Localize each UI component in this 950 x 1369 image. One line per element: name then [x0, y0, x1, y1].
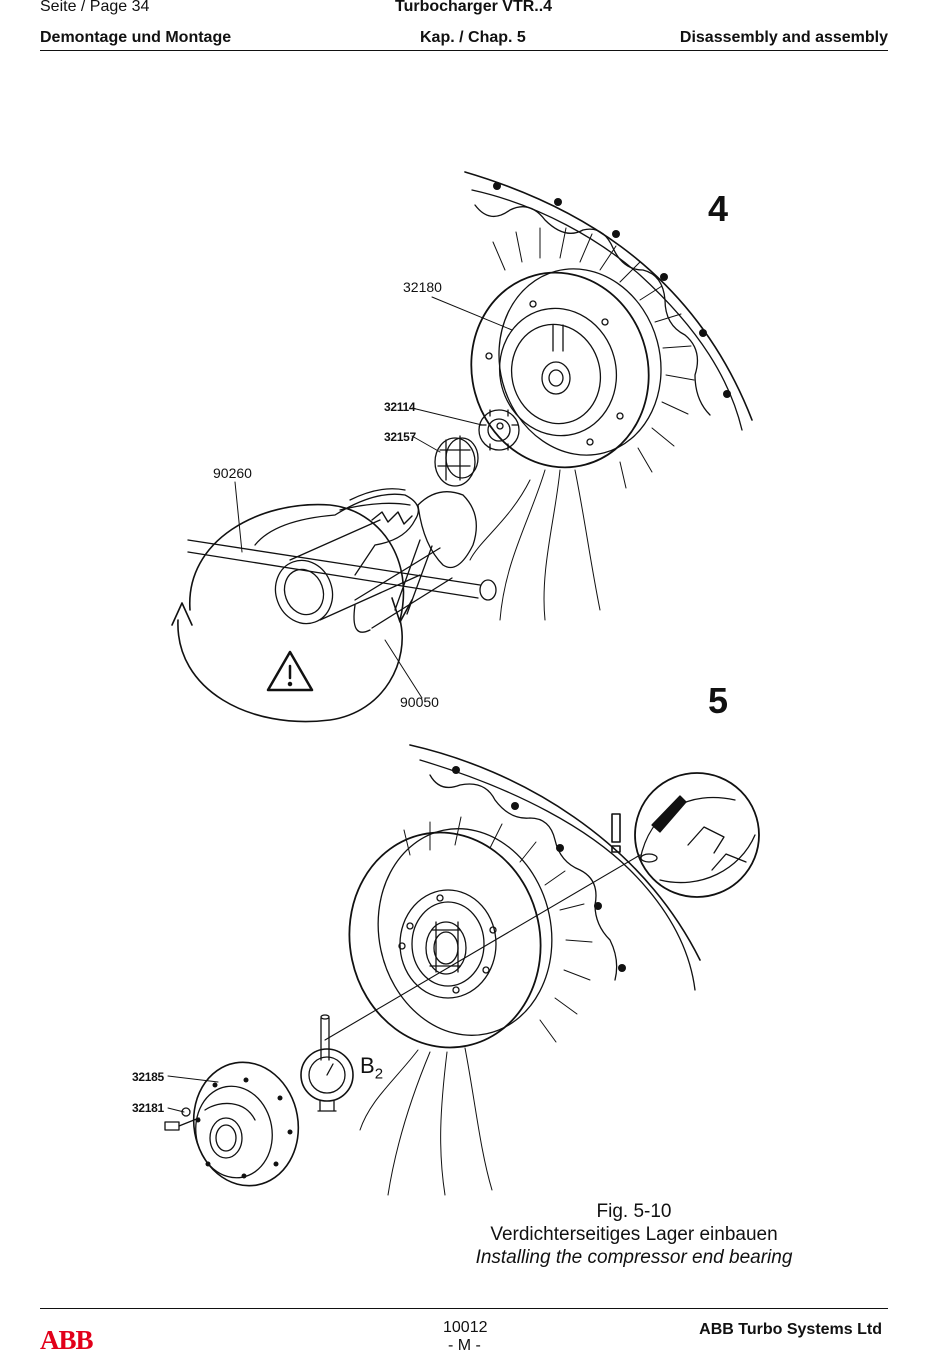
section-title-en: Disassembly and assembly	[679, 29, 888, 46]
gauge-letter: B	[360, 1053, 375, 1078]
part-label-32157: 32157	[384, 430, 416, 444]
step-number-5: 5	[708, 680, 729, 721]
part-label-32185: 32185	[132, 1070, 164, 1084]
part-label-90050: 90050	[400, 694, 439, 710]
figure-number: Fig. 5-10	[596, 1201, 672, 1222]
product-title: Turbocharger VTR..4	[395, 0, 553, 15]
gauge-label: B2	[360, 1053, 383, 1082]
chapter-label: Kap. / Chap. 5	[420, 29, 526, 46]
part-label-32114: 32114	[384, 400, 416, 414]
edition: - M -	[448, 1337, 481, 1354]
step-number-4: 4	[708, 188, 729, 229]
document-number: 10012	[443, 1319, 488, 1336]
caption-de: Verdichterseitiges Lager einbauen	[490, 1224, 778, 1245]
gauge-subscript: 2	[374, 1065, 384, 1083]
company-name: ABB Turbo Systems Ltd	[699, 1321, 882, 1338]
header-rule	[40, 50, 888, 51]
footer-rule	[40, 1308, 888, 1309]
section-title-de: Demontage und Montage	[40, 29, 232, 46]
page-number: Seite / Page 34	[40, 0, 150, 15]
caption-en: Installing the compressor end bearing	[475, 1247, 793, 1268]
abb-logo: ABB	[40, 1325, 94, 1355]
part-label-90260: 90260	[213, 465, 252, 481]
part-label-32181: 32181	[132, 1101, 164, 1115]
part-label-32180: 32180	[403, 279, 442, 295]
